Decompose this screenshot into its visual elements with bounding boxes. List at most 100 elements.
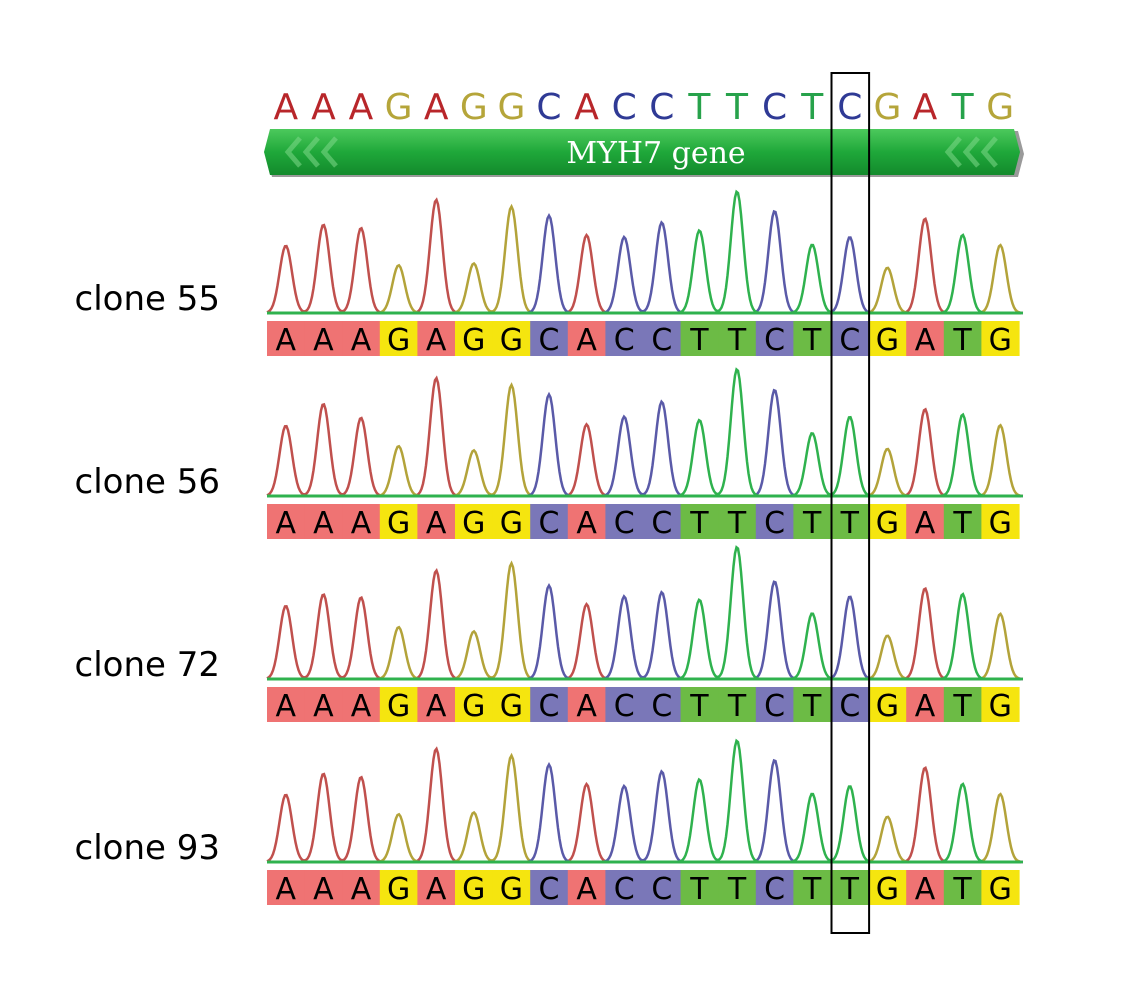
base-cell (417, 321, 456, 356)
base-call: C (614, 689, 635, 724)
base-cell (793, 504, 832, 539)
base-call: T (840, 506, 860, 541)
base-cell (605, 321, 644, 356)
base-call: C (764, 506, 785, 541)
base-call: G (462, 689, 485, 724)
base-call: A (276, 689, 297, 724)
base-call: G (387, 323, 410, 358)
reference-base: G (385, 87, 413, 128)
base-call: T (952, 323, 972, 358)
base-cell (530, 504, 569, 539)
base-cell (755, 321, 794, 356)
base-cell (605, 687, 644, 722)
trace-a (266, 746, 1023, 864)
base-cell (530, 687, 569, 722)
base-call: G (989, 872, 1012, 907)
base-call: T (689, 689, 709, 724)
base-call: G (500, 323, 523, 358)
base-cell (943, 687, 982, 722)
base-call: A (276, 506, 297, 541)
clone-label: clone 93 (75, 828, 220, 868)
reference-base: T (951, 87, 975, 128)
base-cell (567, 687, 606, 722)
base-call: G (387, 872, 410, 907)
base-call: C (651, 872, 672, 907)
reference-base: C (762, 87, 787, 128)
base-call: G (462, 872, 485, 907)
base-call: A (576, 323, 597, 358)
reference-base: A (913, 87, 938, 128)
base-cell (755, 870, 794, 905)
reference-base: A (311, 87, 336, 128)
base-cell (417, 504, 456, 539)
base-cell (793, 321, 832, 356)
trace-g (267, 752, 1024, 864)
base-call: C (651, 689, 672, 724)
base-cell (831, 504, 870, 539)
clone-label: clone 72 (75, 645, 220, 685)
base-call: C (539, 872, 560, 907)
base-cell (530, 870, 569, 905)
base-call: A (426, 872, 447, 907)
trace-c (267, 580, 1023, 681)
base-cell (906, 321, 945, 356)
base-call: A (426, 323, 447, 358)
base-cell (530, 321, 569, 356)
base-cell (304, 321, 343, 356)
clone-label: clone 55 (75, 279, 220, 319)
base-cell (718, 870, 757, 905)
base-cell (718, 321, 757, 356)
variant-highlight-box (830, 72, 871, 934)
gene-annotation-arrow: MYH7 gene (264, 129, 1024, 177)
base-cell (455, 504, 494, 539)
base-call: A (915, 689, 936, 724)
base-cell (304, 504, 343, 539)
reference-base: A (273, 87, 298, 128)
base-cell (643, 687, 682, 722)
chevron-left-icon (944, 136, 998, 168)
base-call: T (952, 689, 972, 724)
base-call: G (387, 506, 410, 541)
base-call: C (764, 689, 785, 724)
base-cell (906, 870, 945, 905)
reference-base: C (536, 87, 561, 128)
base-call: A (426, 506, 447, 541)
trace-c (267, 209, 1023, 315)
trace-a (266, 568, 1023, 681)
trace-c (267, 758, 1023, 864)
base-call: C (839, 689, 860, 724)
base-call: C (539, 323, 560, 358)
base-call: C (614, 506, 635, 541)
base-cell (868, 687, 907, 722)
base-cell (981, 870, 1020, 905)
reference-base: T (800, 87, 824, 128)
base-cell (906, 687, 945, 722)
base-cell (455, 870, 494, 905)
trace-t (267, 545, 1023, 681)
base-cell (643, 870, 682, 905)
base-call: A (313, 323, 334, 358)
base-cell (492, 504, 531, 539)
base-cell (379, 321, 418, 356)
base-cell (643, 504, 682, 539)
base-call: G (500, 872, 523, 907)
reference-base: A (349, 87, 374, 128)
base-cell (943, 321, 982, 356)
base-cell (379, 687, 418, 722)
reference-base: G (497, 87, 525, 128)
base-call: C (651, 323, 672, 358)
base-call: G (462, 506, 485, 541)
base-cell (981, 504, 1020, 539)
base-call: T (689, 323, 709, 358)
base-cell (267, 504, 306, 539)
base-cell (906, 504, 945, 539)
base-call: T (802, 506, 822, 541)
base-call: T (952, 506, 972, 541)
base-call: G (989, 689, 1012, 724)
base-cell (868, 321, 907, 356)
reference-base: T (725, 87, 749, 128)
